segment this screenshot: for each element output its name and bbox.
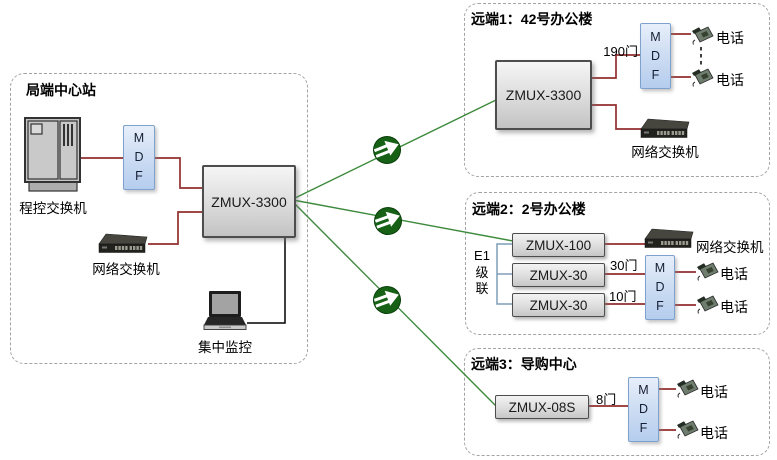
- remote2-title: 远端2：2号办公楼: [472, 201, 586, 217]
- remote2-zmux-100-device: ZMUX-100: [512, 233, 605, 257]
- network-switch-icon: [98, 233, 148, 253]
- phone-icon: [692, 26, 714, 45]
- remote1-box: [464, 3, 770, 177]
- remote2-zmux-30-device: ZMUX-30: [512, 293, 605, 317]
- globe-icon: [373, 136, 401, 164]
- phone-icon: [692, 68, 714, 87]
- mdf-letter: F: [135, 169, 143, 184]
- phone-icon: [697, 295, 719, 314]
- mdf-unit: M D F: [645, 255, 675, 320]
- remote2-switch-label: 网络交换机: [696, 240, 764, 255]
- globe-icon: [373, 286, 401, 314]
- phone-label: 电话: [720, 266, 748, 282]
- remote3-ports-label: 8门: [596, 392, 617, 407]
- central-zmux-3300-device: ZMUX-3300: [202, 165, 296, 238]
- phone-label: 电话: [700, 425, 728, 441]
- mdf-letter: F: [656, 299, 664, 314]
- remote1-zmux-3300-device: ZMUX-3300: [495, 60, 592, 130]
- central-switch-label: 网络交换机: [92, 262, 160, 277]
- remote3-title: 远端3：导购中心: [471, 356, 577, 372]
- phone-icon: [677, 420, 699, 439]
- mdf-unit: M D F: [628, 377, 659, 442]
- phone-label: 电话: [700, 384, 728, 400]
- remote1-title: 远端1：42号办公楼: [471, 11, 593, 27]
- phone-label: 电话: [720, 299, 748, 315]
- pbx-cabinet-icon: [24, 117, 81, 192]
- central-station-title: 局端中心站: [26, 82, 96, 98]
- mdf-letter: D: [638, 402, 649, 417]
- laptop-icon: [203, 291, 247, 330]
- mdf-letter: D: [655, 280, 665, 295]
- mdf-unit: M D F: [123, 125, 155, 190]
- remote2-ports10-label: 10门: [609, 289, 637, 304]
- remote2-zmux-30-device: ZMUX-30: [512, 263, 605, 287]
- remote3-zmux-08s-device: ZMUX-08S: [495, 395, 589, 419]
- pbx-label: 程控交换机: [19, 201, 87, 216]
- mdf-letter: D: [650, 48, 661, 63]
- mdf-letter: M: [654, 261, 666, 276]
- mdf-letter: M: [133, 131, 145, 146]
- e1-cascade-label: E1 级 联: [474, 248, 490, 296]
- network-switch-icon: [640, 118, 690, 138]
- mdf-unit: M D F: [640, 23, 671, 89]
- remote2-ports30-label: 30门: [610, 258, 638, 273]
- mdf-letter: D: [134, 150, 144, 165]
- phone-icon: [697, 262, 719, 281]
- network-switch-icon: [644, 228, 694, 248]
- phone-label: 电话: [716, 72, 744, 88]
- mdf-letter: F: [639, 421, 648, 436]
- mdf-letter: M: [650, 29, 661, 44]
- phone-label: 电话: [716, 30, 744, 46]
- globe-icon: [374, 207, 402, 235]
- mdf-letter: F: [651, 67, 660, 82]
- monitor-label: 集中监控: [198, 340, 252, 355]
- phone-icon: [677, 379, 699, 398]
- remote1-switch-label: 网络交换机: [631, 145, 699, 160]
- remote1-ports-label: 190门: [603, 44, 638, 59]
- mdf-letter: M: [638, 383, 649, 398]
